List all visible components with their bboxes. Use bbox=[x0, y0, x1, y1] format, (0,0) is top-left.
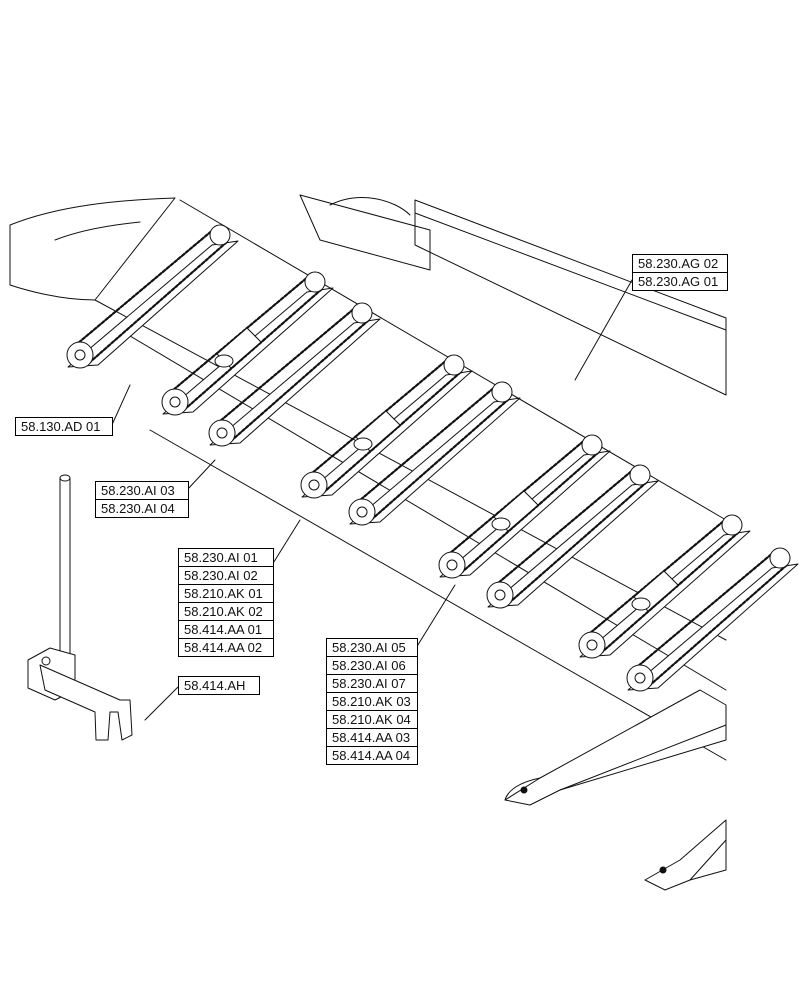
gearbox-end-cap bbox=[491, 517, 511, 531]
gearbox-end-cap bbox=[631, 597, 651, 611]
front-sprocket bbox=[486, 581, 514, 609]
leader-ad bbox=[110, 384, 131, 428]
sprocket-hub bbox=[586, 639, 598, 651]
snout-ridge bbox=[559, 724, 727, 791]
shaft-rod-end bbox=[59, 474, 71, 482]
front-sprocket bbox=[208, 419, 236, 447]
leader-ai03 bbox=[186, 459, 216, 491]
row-unit-housing bbox=[349, 397, 521, 525]
callout-ad[interactable]: 58.130.AD 01 bbox=[15, 417, 113, 436]
callout-label: 58.230.AI 07 bbox=[327, 675, 417, 693]
deck-lower-line bbox=[149, 429, 727, 761]
callout-label: 58.230.AG 01 bbox=[638, 274, 719, 289]
rear-sprocket bbox=[443, 354, 465, 376]
front-sprocket bbox=[300, 471, 328, 499]
front-sprocket bbox=[161, 388, 189, 416]
callout-label: 58.210.AK 03 bbox=[327, 693, 417, 711]
callout-label: 58.414.AA 02 bbox=[184, 640, 263, 655]
callout-label: 58.414.AA 03 bbox=[327, 729, 417, 747]
callout-label: 58.230.AG 02 bbox=[633, 255, 727, 273]
rear-sprocket bbox=[491, 381, 513, 403]
callout-ag[interactable]: 58.230.AG 02 58.230.AG 01 bbox=[632, 254, 728, 291]
callout-label: 58.210.AK 01 bbox=[179, 585, 273, 603]
left-side-cover-edge bbox=[54, 221, 141, 241]
callout-label: 58.414.AA 04 bbox=[332, 748, 411, 763]
callout-label: 58.230.AI 02 bbox=[179, 567, 273, 585]
deck-mid-line bbox=[94, 299, 727, 641]
front-sprocket bbox=[66, 341, 94, 369]
sprocket-hub bbox=[446, 559, 458, 571]
rear-sprocket bbox=[304, 271, 326, 293]
sprocket-hub bbox=[634, 672, 646, 684]
rear-sprocket bbox=[769, 547, 791, 569]
gathering-chain bbox=[229, 317, 372, 443]
snout-ridge bbox=[689, 839, 727, 881]
row-divider-snout bbox=[644, 819, 727, 891]
callout-label: 58.414.AH bbox=[184, 678, 246, 693]
gearbox-end-cap bbox=[214, 354, 234, 368]
rear-sprocket bbox=[351, 302, 373, 324]
shaft-rod bbox=[59, 477, 71, 656]
gathering-chain bbox=[629, 550, 776, 674]
callout-label: 58.230.AI 05 bbox=[327, 639, 417, 657]
sprocket-hub bbox=[169, 396, 181, 408]
snout-tip-curve bbox=[504, 777, 541, 801]
snout-tip-bolt bbox=[520, 786, 528, 794]
callout-label: 58.210.AK 04 bbox=[327, 711, 417, 729]
shaft-arm bbox=[39, 664, 133, 741]
callout-label: 58.210.AK 02 bbox=[179, 603, 273, 621]
gathering-chain bbox=[507, 479, 650, 605]
rear-frame-beam bbox=[414, 199, 727, 396]
sprocket-hub bbox=[356, 506, 368, 518]
rear-frame-edge bbox=[414, 212, 727, 331]
rear-frame-curve bbox=[329, 197, 411, 216]
leader-ai01 bbox=[271, 519, 301, 566]
rear-sprocket bbox=[721, 514, 743, 536]
callout-label: 58.230.AI 06 bbox=[327, 657, 417, 675]
gathering-chain bbox=[489, 467, 636, 591]
sprocket-hub bbox=[216, 427, 228, 439]
snout-tip-bolt bbox=[659, 866, 667, 874]
callout-label: 58.130.AD 01 bbox=[21, 419, 101, 434]
callout-label: 58.230.AI 04 bbox=[101, 501, 175, 516]
front-sprocket bbox=[348, 498, 376, 526]
callout-ai01[interactable]: 58.230.AI 01 58.230.AI 02 58.210.AK 01 5… bbox=[178, 548, 274, 657]
callout-ah[interactable]: 58.414.AH bbox=[178, 676, 260, 695]
front-sprocket bbox=[626, 664, 654, 692]
callout-ai03[interactable]: 58.230.AI 03 58.230.AI 04 bbox=[95, 481, 189, 518]
callout-label: 58.230.AI 03 bbox=[96, 482, 188, 500]
callout-label: 58.414.AA 01 bbox=[179, 621, 273, 639]
sprocket-hub bbox=[494, 589, 506, 601]
gathering-chain bbox=[87, 239, 230, 365]
sprocket-hub bbox=[74, 349, 86, 361]
rear-frame-top bbox=[299, 194, 431, 271]
sprocket-hub bbox=[308, 479, 320, 491]
gearbox-end-cap bbox=[353, 437, 373, 451]
gathering-chain bbox=[369, 396, 512, 522]
gathering-chain bbox=[69, 227, 216, 351]
left-side-cover bbox=[9, 197, 176, 301]
gathering-chain bbox=[211, 305, 358, 429]
gathering-chain bbox=[351, 384, 498, 508]
gathering-chain bbox=[647, 562, 790, 688]
rear-sprocket bbox=[209, 224, 231, 246]
row-divider-snout bbox=[504, 689, 727, 806]
rear-sprocket bbox=[629, 464, 651, 486]
front-sprocket bbox=[438, 551, 466, 579]
callout-label: 58.230.AI 01 bbox=[179, 549, 273, 567]
leader-ag bbox=[574, 279, 633, 381]
shaft-bracket-bolt bbox=[41, 656, 51, 666]
front-sprocket bbox=[578, 631, 606, 659]
leader-ah bbox=[144, 686, 179, 721]
rear-sprocket bbox=[581, 434, 603, 456]
callout-ai05[interactable]: 58.230.AI 05 58.230.AI 06 58.230.AI 07 5… bbox=[326, 638, 418, 765]
leader-ai05 bbox=[415, 584, 456, 649]
